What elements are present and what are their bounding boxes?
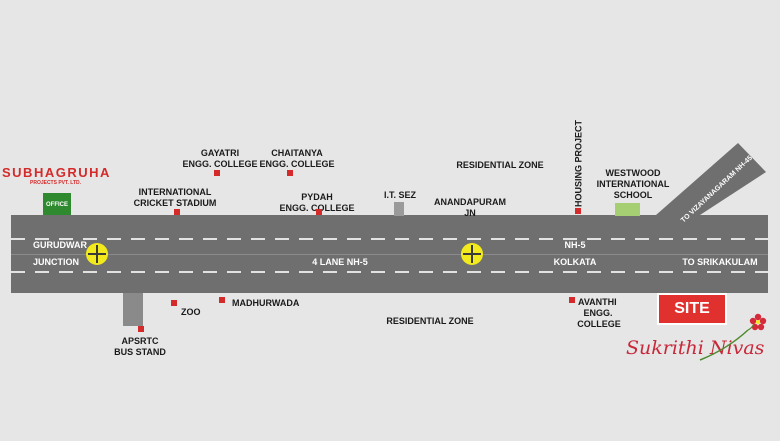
gurudwar-label-2: JUNCTION [33,257,80,267]
lane-divider [11,254,768,255]
madhurwada-label: MADHURWADA [232,298,300,308]
gurudwar-junction-icon [86,243,108,265]
site-label: SITE [674,300,710,317]
pydah-label-1: PYDAH [301,192,333,202]
nh5-center-label: 4 LANE NH-5 [312,257,368,267]
office-box [43,193,71,215]
westwood-label-2: INTERNATIONAL [596,179,670,189]
anandapuram-label-2: JN [464,208,476,218]
lane-marking-top [11,238,768,240]
anandapuram-label-1: ANANDAPURAM [434,197,506,207]
westwood-school-box [615,203,640,216]
site-name-script: Sukrithi Nivas [626,337,765,359]
itsez-building [394,202,404,216]
stadium-label-2: CRICKET STADIUM [133,198,217,208]
zoo-marker [171,300,177,306]
site-badge [657,293,727,325]
zoo-label: ZOO [181,307,201,317]
chaitanya-marker [287,170,293,176]
westwood-label-1: WESTWOOD [605,168,661,178]
brand-name: SUBHAGRUHA [2,165,111,180]
brand-subtitle: PROJECTS PVT. LTD. [30,180,82,186]
lane-marking-bottom [11,271,768,273]
nh45-road [656,143,766,215]
housing-project-label: HOUSING PROJECT [573,120,584,208]
stadium-label-1: INTERNATIONAL [138,187,212,197]
apsrtc-label-1: APSRTC [121,336,159,346]
chaitanya-label-1: CHAITANYA [271,148,323,158]
itsez-label: I.T. SEZ [383,190,416,200]
apsrtc-label-2: BUS STAND [114,347,166,357]
office-label: OFFICE [46,202,68,208]
westwood-label-3: SCHOOL [613,190,653,200]
gayatri-label-2: ENGG. COLLEGE [182,159,258,169]
pydah-label-2: ENGG. COLLEGE [279,203,355,213]
madhurwada-marker [219,297,225,303]
gayatri-marker [214,170,220,176]
apsrtc-road [123,293,143,326]
nh5-kolkata-label-2: KOLKATA [553,257,597,267]
residential-zone-top: RESIDENTIAL ZONE [456,160,544,170]
residential-zone-bottom: RESIDENTIAL ZONE [386,316,474,326]
anandapuram-junction-icon [461,243,483,265]
avanthi-label-3: COLLEGE [577,319,621,329]
housing-marker [575,208,581,214]
gayatri-label-1: GAYATRI [200,148,240,158]
nh5-kolkata-label-1: NH-5 [564,240,586,250]
gurudwar-label-1: GURUDWAR [33,240,87,250]
apsrtc-marker [138,326,144,332]
chaitanya-label-2: ENGG. COLLEGE [259,159,335,169]
avanthi-label-1: AVANTHI [578,297,617,307]
pydah-marker [316,209,322,215]
to-srikakulam-label: TO SRIKAKULAM [682,257,758,267]
avanthi-label-2: ENGG. [583,308,613,318]
stadium-marker [174,209,180,215]
avanthi-marker [569,297,575,303]
